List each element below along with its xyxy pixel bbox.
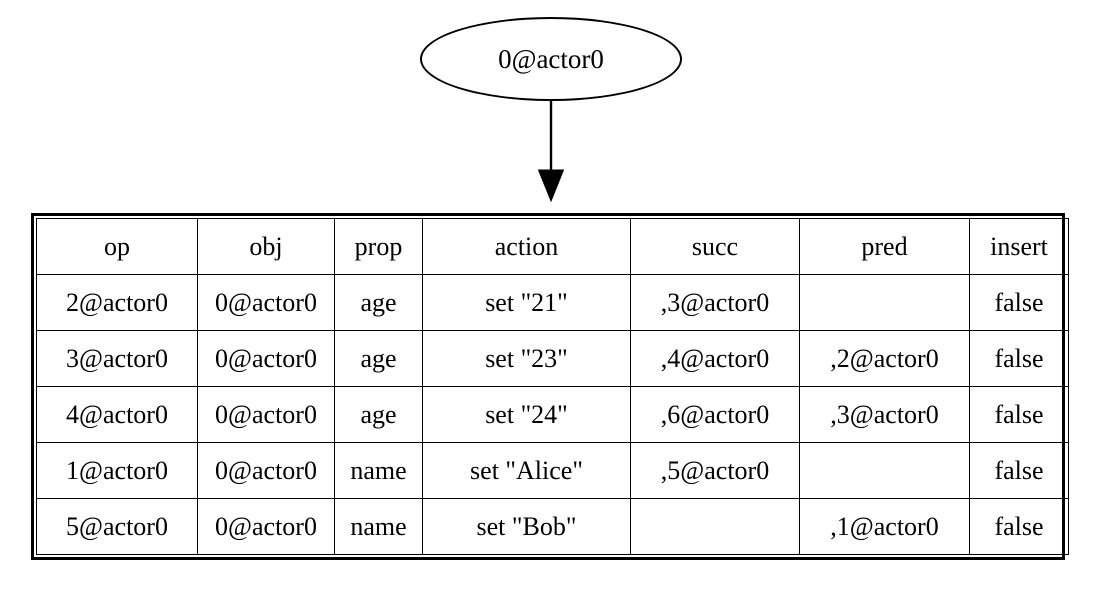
cell-insert: false	[969, 498, 1069, 555]
cell-obj: 0@actor0	[197, 442, 335, 499]
table-row: 5@actor0 0@actor0 name set "Bob" ,1@acto…	[36, 498, 1069, 555]
cell-prop: name	[334, 442, 423, 499]
arrowhead-icon	[537, 169, 565, 203]
cell-succ: ,3@actor0	[630, 274, 800, 331]
cell-action: set "Bob"	[422, 498, 631, 555]
cell-obj: 0@actor0	[197, 386, 335, 443]
cell-succ: ,4@actor0	[630, 330, 800, 387]
column-header-prop: prop	[334, 218, 423, 275]
cell-pred: ,3@actor0	[799, 386, 970, 443]
cell-prop: age	[334, 274, 423, 331]
cell-succ	[630, 498, 800, 555]
cell-obj: 0@actor0	[197, 274, 335, 331]
cell-insert: false	[969, 330, 1069, 387]
cell-insert: false	[969, 274, 1069, 331]
cell-op: 4@actor0	[36, 386, 198, 443]
cell-prop: name	[334, 498, 423, 555]
cell-insert: false	[969, 442, 1069, 499]
cell-op: 5@actor0	[36, 498, 198, 555]
cell-op: 1@actor0	[36, 442, 198, 499]
cell-action: set "Alice"	[422, 442, 631, 499]
table-row: 2@actor0 0@actor0 age set "21" ,3@actor0…	[36, 274, 1069, 331]
cell-pred: ,2@actor0	[799, 330, 970, 387]
column-header-action: action	[422, 218, 631, 275]
cell-action: set "21"	[422, 274, 631, 331]
column-header-op: op	[36, 218, 198, 275]
node-actor0-label: 0@actor0	[498, 43, 604, 74]
cell-action: set "23"	[422, 330, 631, 387]
cell-prop: age	[334, 330, 423, 387]
table-header-row: op obj prop action succ pred insert	[36, 218, 1069, 275]
cell-succ: ,6@actor0	[630, 386, 800, 443]
op-table: op obj prop action succ pred insert 2@ac…	[31, 213, 1069, 560]
cell-prop: age	[334, 386, 423, 443]
column-header-insert: insert	[969, 218, 1069, 275]
cell-obj: 0@actor0	[197, 498, 335, 555]
table-row: 3@actor0 0@actor0 age set "23" ,4@actor0…	[36, 330, 1069, 387]
cell-action: set "24"	[422, 386, 631, 443]
cell-op: 2@actor0	[36, 274, 198, 331]
column-header-succ: succ	[630, 218, 800, 275]
cell-op: 3@actor0	[36, 330, 198, 387]
table-row: 4@actor0 0@actor0 age set "24" ,6@actor0…	[36, 386, 1069, 443]
cell-succ: ,5@actor0	[630, 442, 800, 499]
cell-pred: ,1@actor0	[799, 498, 970, 555]
cell-obj: 0@actor0	[197, 330, 335, 387]
node-actor0[interactable]: 0@actor0	[420, 17, 682, 101]
cell-pred	[799, 442, 970, 499]
op-table-grid: op obj prop action succ pred insert 2@ac…	[36, 218, 1069, 555]
cell-pred	[799, 274, 970, 331]
table-row: 1@actor0 0@actor0 name set "Alice" ,5@ac…	[36, 442, 1069, 499]
column-header-obj: obj	[197, 218, 335, 275]
column-header-pred: pred	[799, 218, 970, 275]
cell-insert: false	[969, 386, 1069, 443]
